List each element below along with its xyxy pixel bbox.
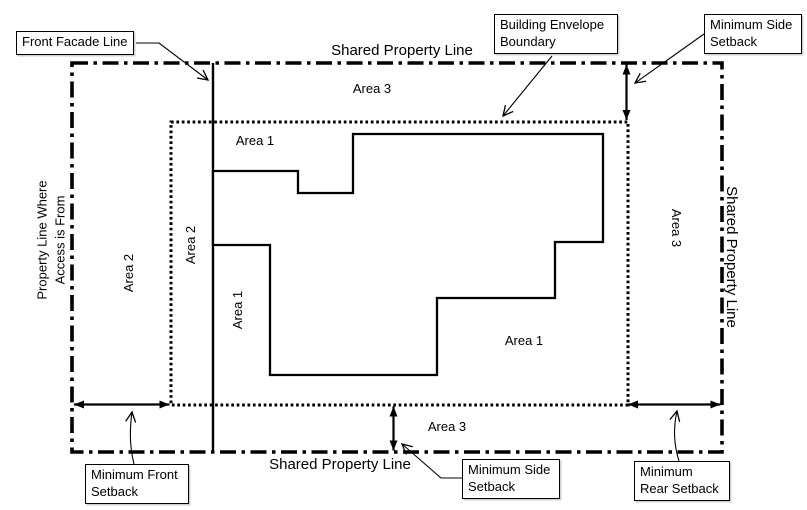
area-1-label-top: Area 1 — [235, 133, 275, 149]
building-outline — [211, 132, 605, 377]
area-1-label-left: Area 1 — [230, 290, 246, 330]
building-envelope-boundary-line — [169, 120, 630, 407]
front-setback-leader — [125, 410, 137, 465]
minimum-side-setback-callout-top: Minimum Side Setback — [704, 14, 802, 55]
front-facade-line-callout: Front Facade Line — [16, 31, 134, 55]
property-line-boundary — [70, 61, 724, 454]
shared-property-line-label-top: Shared Property Line — [331, 42, 473, 59]
minimum-rear-setback-callout: Minimum Rear Setback — [634, 461, 730, 502]
building-envelope-boundary-callout: Building Envelope Boundary — [494, 14, 618, 55]
rear-setback-leader — [669, 409, 681, 462]
minimum-side-setback-callout-bottom: Minimum Side Setback — [462, 459, 560, 500]
front-facade-leader — [136, 42, 210, 81]
area-3-label-right: Area 3 — [668, 208, 684, 248]
side-setback-bottom-leader — [400, 443, 462, 479]
minimum-front-setback-callout: Minimum Front Setback — [85, 464, 189, 505]
property-line-access-label: Property Line Where Access is From — [34, 180, 67, 300]
area-1-label-bottom: Area 1 — [504, 333, 544, 349]
area-2-label-left: Area 2 — [121, 253, 137, 293]
area-2-label-middle: Area 2 — [183, 225, 199, 265]
shared-property-line-label-right: Shared Property Line — [723, 186, 740, 328]
area-3-label-top: Area 3 — [352, 81, 392, 97]
building-envelope-leader — [502, 55, 553, 118]
shared-property-line-label-bottom: Shared Property Line — [269, 456, 411, 473]
area-3-label-bottom: Area 3 — [427, 419, 467, 435]
side-setback-top-leader — [633, 33, 705, 84]
